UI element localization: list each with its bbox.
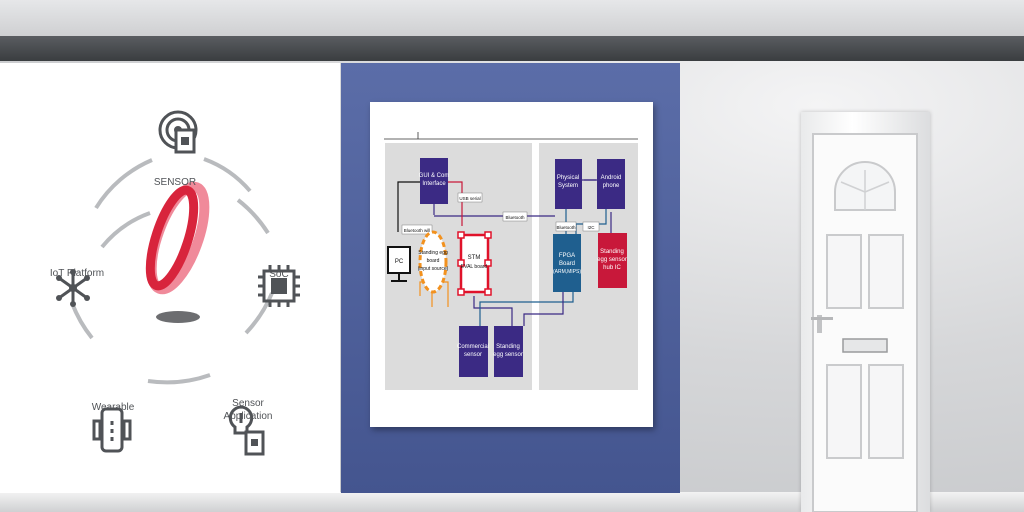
ring-arc — [70, 302, 94, 340]
i2c-label: I2C — [587, 225, 595, 230]
ring-arc — [94, 158, 153, 210]
block-diagram: GUI & Com Interface USB serial Bluetooth… — [384, 132, 638, 390]
iot-hub-icon — [56, 269, 90, 307]
egg-board-label-line1: Standing egg — [418, 250, 448, 256]
sensor-label: SENSOR — [153, 177, 197, 188]
ring-arc — [100, 211, 151, 249]
commercial-label-line2: sensor — [464, 352, 482, 358]
stm-label-line1: STM — [468, 255, 481, 261]
bluetooth-main-label: Bluetooth — [505, 215, 525, 220]
chip-icon — [258, 265, 300, 307]
sensor-icon — [158, 110, 198, 154]
physical-label-line1: Physical — [557, 175, 579, 181]
standing-sensor-label-line1: Standing — [496, 344, 520, 350]
bluetooth-right-label: Bluetooth — [556, 225, 576, 230]
door-panel — [826, 364, 862, 459]
bluetooth-will-label: Bluetooth will — [404, 228, 431, 233]
block-diagram-frame: GUI & Com Interface USB serial Bluetooth… — [370, 102, 653, 427]
android-phone-block — [597, 159, 625, 209]
gui-block-label-line2: Interface — [422, 181, 446, 187]
ceiling-beam — [0, 36, 1024, 61]
gui-com-interface-block — [420, 158, 448, 204]
ring-arc — [147, 373, 211, 385]
fpga-label-line1: FPGA — [559, 253, 575, 259]
fpga-board-block — [553, 234, 581, 292]
physical-system-block — [555, 159, 582, 209]
egg-board-label-line3: (input source) — [418, 266, 449, 272]
door-panel — [826, 234, 862, 309]
android-label-line2: phone — [603, 183, 620, 189]
wearable-label: Wearable — [91, 402, 135, 413]
iot-platform-label: IoT Platform — [49, 268, 105, 279]
soc-label: SoC — [269, 269, 289, 280]
android-label-line1: Android — [601, 175, 622, 181]
stm-eval-board-block — [459, 233, 490, 294]
egg-board-label-line2: board — [427, 258, 440, 264]
usb-serial-label: USB serial — [459, 196, 480, 201]
door-handle-icon[interactable] — [811, 315, 833, 333]
wearable-band-icon — [92, 407, 132, 453]
standing-egg-sensor-block — [494, 326, 523, 377]
door-panel — [868, 234, 904, 309]
fpga-label-line3: (ARM,MIPS) — [553, 269, 581, 275]
commercial-label-line1: Commercial — [457, 344, 489, 350]
company-logo-icon — [145, 181, 210, 295]
ceiling — [0, 0, 1024, 36]
commercial-sensor-block — [459, 326, 488, 377]
lightbulb-icon — [228, 405, 265, 456]
letterbox — [842, 338, 888, 353]
standing-egg-board-block — [418, 230, 448, 294]
ecosystem-panel: SENSOR SoC Sensor Application Wearable I… — [0, 63, 340, 493]
sensor-application-label-line1: Sensor — [232, 398, 264, 409]
standing-sensor-label-line2: egg sensor — [493, 352, 523, 358]
sensor-hub-ic-block — [598, 233, 627, 288]
sensor-application-label-line2: Application — [223, 411, 273, 422]
fanlight-glazing-bars — [840, 170, 890, 210]
logo-shadow — [156, 311, 200, 323]
floor-baseboard — [0, 492, 1024, 512]
door-panel — [868, 364, 904, 459]
hub-label-line2: egg sensor — [597, 257, 627, 263]
pc-monitor-icon — [387, 246, 411, 282]
gui-block-label-line1: GUI & Com — [419, 173, 450, 179]
ring-arc — [244, 292, 274, 335]
hub-label-line3: hub IC — [603, 265, 621, 271]
hub-label-line1: Standing — [600, 249, 624, 255]
pc-label: PC — [395, 259, 404, 265]
door[interactable] — [801, 112, 930, 512]
physical-label-line2: System — [558, 183, 578, 189]
stm-label-line2: EVAL board — [461, 264, 488, 270]
fpga-label-line2: Board — [559, 261, 575, 267]
ecosystem-ring-graphic — [56, 110, 300, 456]
door-graphic — [811, 133, 918, 512]
ring-arc — [203, 157, 252, 193]
ring-arc — [236, 198, 270, 235]
